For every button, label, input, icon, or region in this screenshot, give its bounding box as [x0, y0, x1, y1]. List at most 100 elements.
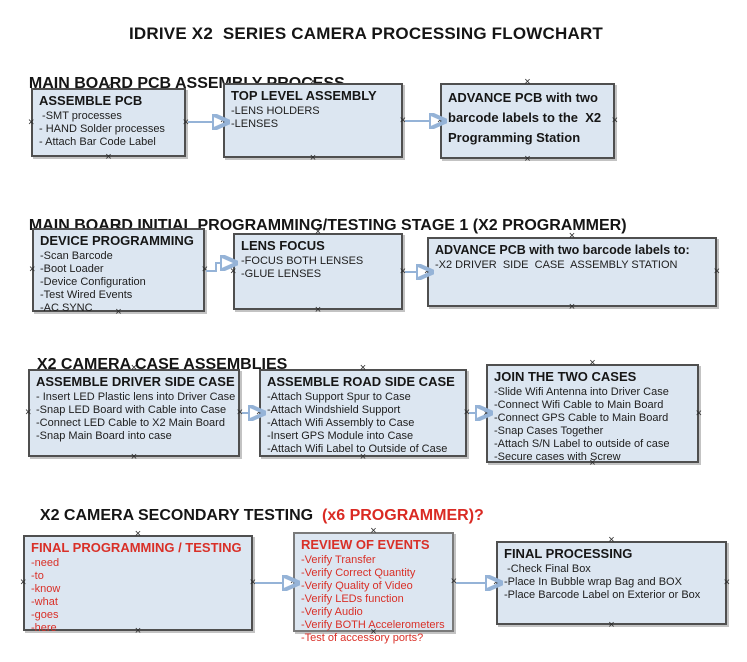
- box-item: -AC SYNC: [40, 302, 93, 314]
- box-items: -Attach Support Spur to Case-Attach Wind…: [267, 391, 459, 456]
- box-item: -X2 DRIVER SIDE CASE ASSEMBLY STATION: [435, 259, 678, 271]
- box-item: -Insert GPS Module into Case: [267, 430, 414, 442]
- connection-handle-icon: ×: [134, 528, 142, 540]
- connection-handle-icon: ×: [256, 406, 263, 419]
- box-item: -what: [31, 596, 58, 608]
- flow-box-final-processing: FINAL PROCESSING -Check Final Box-Place …: [493, 535, 730, 631]
- box-item: -Connect Wifi Cable to Main Board: [494, 399, 664, 411]
- connection-handle-icon: ×: [314, 304, 322, 316]
- box-item: -Secure cases with Screw: [494, 451, 621, 463]
- box-item: -Connect GPS Cable to Main Board: [494, 412, 669, 424]
- heading-text: X2 CAMERA CASE ASSEMBLIES: [36, 356, 288, 373]
- heading-text: X2 CAMERA SECONDARY TESTING: [39, 507, 318, 524]
- box-items: - Insert LED Plastic lens into Driver Ca…: [36, 391, 236, 443]
- connection-handle-icon: ×: [437, 114, 444, 127]
- connection-handle-icon: ×: [182, 116, 189, 128]
- box-items: -Slide Wifi Antenna into Driver Case-Con…: [494, 386, 691, 464]
- box-title: ADVANCE PCB with two barcode labels to:: [435, 243, 690, 257]
- connection-handle-icon: ×: [201, 263, 208, 276]
- box-item: -to: [31, 570, 44, 582]
- connection-handle-icon: ×: [290, 575, 297, 588]
- flow-box-assemble-pcb: ASSEMBLE PCB -SMT processes- HAND Solder…: [28, 82, 189, 163]
- connection-handle-icon: ×: [20, 576, 27, 589]
- box-item: -goes: [31, 609, 59, 621]
- box-item: -Scan Barcode: [40, 250, 113, 262]
- box-title: FINAL PROGRAMMING / TESTING: [31, 540, 242, 555]
- arrow-device-programming-to-lens-focus: [206, 263, 222, 272]
- box-item: -Attach Support Spur to Case: [267, 391, 411, 403]
- box-item: -Snap LED Board with Cable into Case: [36, 404, 227, 416]
- box-item: -Boot Loader: [40, 263, 104, 275]
- connection-handle-icon: ×: [424, 265, 431, 278]
- flow-box-device-programming: DEVICE PROGRAMMING -Scan Barcode-Boot Lo…: [29, 222, 208, 318]
- box-item: - HAND Solder processes: [39, 123, 165, 135]
- flow-box-top-level-assembly: TOP LEVEL ASSEMBLY -LENS HOLDERS-LENSES …: [220, 77, 406, 164]
- box-title: REVIEW OF EVENTS: [301, 537, 430, 552]
- connection-handle-icon: ×: [399, 114, 406, 126]
- connection-handle-icon: ×: [130, 451, 138, 463]
- box-item: -Snap Cases Together: [494, 425, 604, 437]
- box-item: -Attach Wifi Assembly to Case: [267, 417, 415, 429]
- box-items: -Scan Barcode-Boot Loader-Device Configu…: [40, 250, 197, 315]
- flow-box-review-of-events: REVIEW OF EVENTS -Verify Transfer-Verify…: [290, 526, 457, 645]
- connection-handle-icon: ×: [589, 357, 596, 369]
- connection-handle-icon: ×: [608, 619, 615, 631]
- box-items: -LENS HOLDERS-LENSES: [231, 105, 395, 131]
- box-item: -Verify Quality of Video: [301, 580, 413, 592]
- box-item: -know: [31, 583, 61, 595]
- section-heading-secondary-testing: X2 CAMERA SECONDARY TESTING (x6 PROGRAMM…: [31, 489, 484, 525]
- box-item: - Insert LED Plastic lens into Driver Ca…: [36, 391, 236, 403]
- box-items: -X2 DRIVER SIDE CASE ASSEMBLY STATION: [435, 259, 709, 272]
- connection-handle-icon: ×: [370, 525, 377, 537]
- connection-handle-icon: ×: [230, 265, 237, 277]
- flow-box-final-programming-testing: FINAL PROGRAMMING / TESTING -need-to-kno…: [20, 529, 256, 637]
- connection-handle-icon: ×: [236, 406, 243, 419]
- flow-box-advance-to-programming-station: ADVANCE PCB with two barcode labels to t…: [437, 77, 618, 165]
- flow-box-join-the-two-cases: JOIN THE TWO CASES -Slide Wifi Antenna i…: [483, 358, 702, 469]
- box-item: -SMT processes: [39, 110, 122, 122]
- box-item: -Verify LEDs function: [301, 593, 404, 605]
- box-item: -GLUE LENSES: [241, 268, 322, 280]
- box-item: -Verify Correct Quantity: [301, 567, 416, 579]
- connection-handle-icon: ×: [483, 407, 490, 419]
- box-item: -FOCUS BOTH LENSES: [241, 255, 364, 267]
- connection-handle-icon: ×: [568, 301, 576, 313]
- section-heading-case-assemblies: X2 CAMERA CASE ASSEMBLIES: [28, 338, 287, 374]
- box-item: -Verify Audio: [301, 606, 363, 618]
- box-items: -Check Final Box-Place In Bubble wrap Ba…: [504, 563, 719, 602]
- connection-handle-icon: ×: [399, 265, 406, 277]
- connection-handle-icon: ×: [695, 407, 702, 419]
- box-item: -Test of accessory ports?: [301, 632, 424, 644]
- connection-handle-icon: ×: [309, 152, 317, 164]
- box-item: -Attach Wifi Label to Outside of Case: [267, 443, 448, 455]
- box-item: -LENSES: [231, 118, 279, 130]
- box-item: -Device Configuration: [40, 276, 146, 288]
- box-items: -FOCUS BOTH LENSES-GLUE LENSES: [241, 255, 395, 281]
- box-item: -Check Final Box: [504, 563, 591, 575]
- box-item: -Place Barcode Label on Exterior or Box: [504, 589, 701, 601]
- flow-box-assemble-driver-side-case: ASSEMBLE DRIVER SIDE CASE - Insert LED P…: [25, 363, 243, 463]
- box-title: ADVANCE PCB with two barcode labels to t…: [448, 90, 605, 145]
- connection-handle-icon: ×: [611, 114, 618, 127]
- box-item: - Attach Bar Code Label: [39, 136, 156, 148]
- connection-handle-icon: ×: [463, 406, 470, 419]
- box-items: -Verify Transfer-Verify Correct Quantity…: [301, 554, 446, 645]
- connection-handle-icon: ×: [29, 263, 36, 276]
- box-title: TOP LEVEL ASSEMBLY: [231, 88, 377, 103]
- box-title: ASSEMBLE DRIVER SIDE CASE: [36, 374, 235, 389]
- flow-box-assemble-road-side-case: ASSEMBLE ROAD SIDE CASE -Attach Support …: [256, 363, 470, 463]
- box-item: -Verify BOTH Accelerometers: [301, 619, 445, 631]
- box-items: -SMT processes- HAND Solder processes- A…: [39, 110, 178, 149]
- connection-handle-icon: ×: [608, 534, 615, 546]
- connection-handle-icon: ×: [524, 153, 531, 165]
- box-title: LENS FOCUS: [241, 238, 325, 253]
- connection-handle-icon: ×: [713, 265, 720, 278]
- box-items: -need-to-know-what-goes-here: [31, 557, 245, 635]
- connection-handle-icon: ×: [450, 575, 457, 588]
- box-item: -Slide Wifi Antenna into Driver Case: [494, 386, 669, 398]
- connection-handle-icon: ×: [524, 76, 531, 88]
- connection-handle-icon: ×: [105, 151, 112, 163]
- box-item: -Test Wired Events: [40, 289, 133, 301]
- connection-handle-icon: ×: [249, 576, 256, 589]
- box-item: -need: [31, 557, 60, 569]
